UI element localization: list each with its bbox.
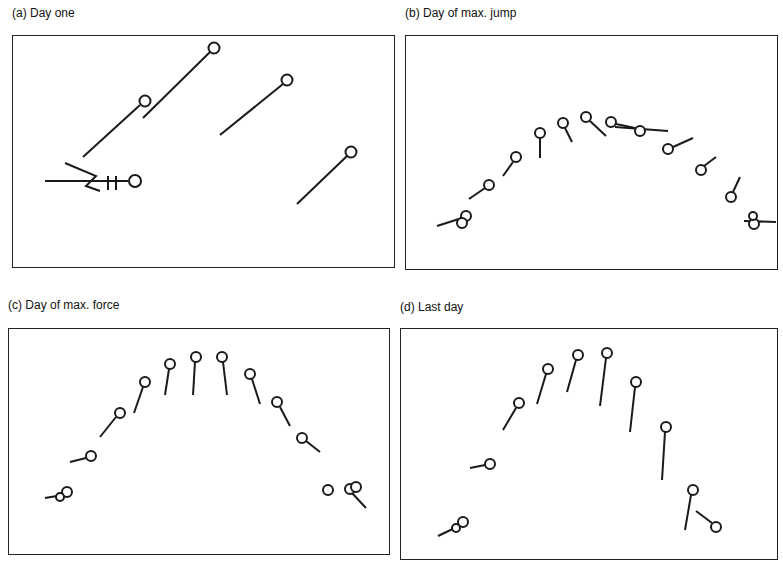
panel-frame [400, 328, 778, 560]
panel-d-figures [438, 348, 721, 536]
panel: (a) Day one [12, 6, 395, 268]
panel: (b) Day of max. jump [405, 6, 778, 270]
panel-a-figures [45, 43, 357, 205]
panel: (c) Day of max. force [8, 298, 390, 555]
panel-heading: (c) Day of max. force [8, 298, 390, 312]
panel-heading: (d) Last day [400, 300, 778, 314]
panel-frame [8, 328, 390, 555]
panel-frame [12, 35, 395, 268]
panel-c-figures [45, 352, 366, 508]
panel: (d) Last day [400, 300, 778, 560]
panel-frame [405, 35, 778, 270]
panel-heading: (a) Day one [12, 6, 395, 20]
panel-b-figures [437, 112, 776, 229]
panel-heading: (b) Day of max. jump [405, 6, 778, 20]
